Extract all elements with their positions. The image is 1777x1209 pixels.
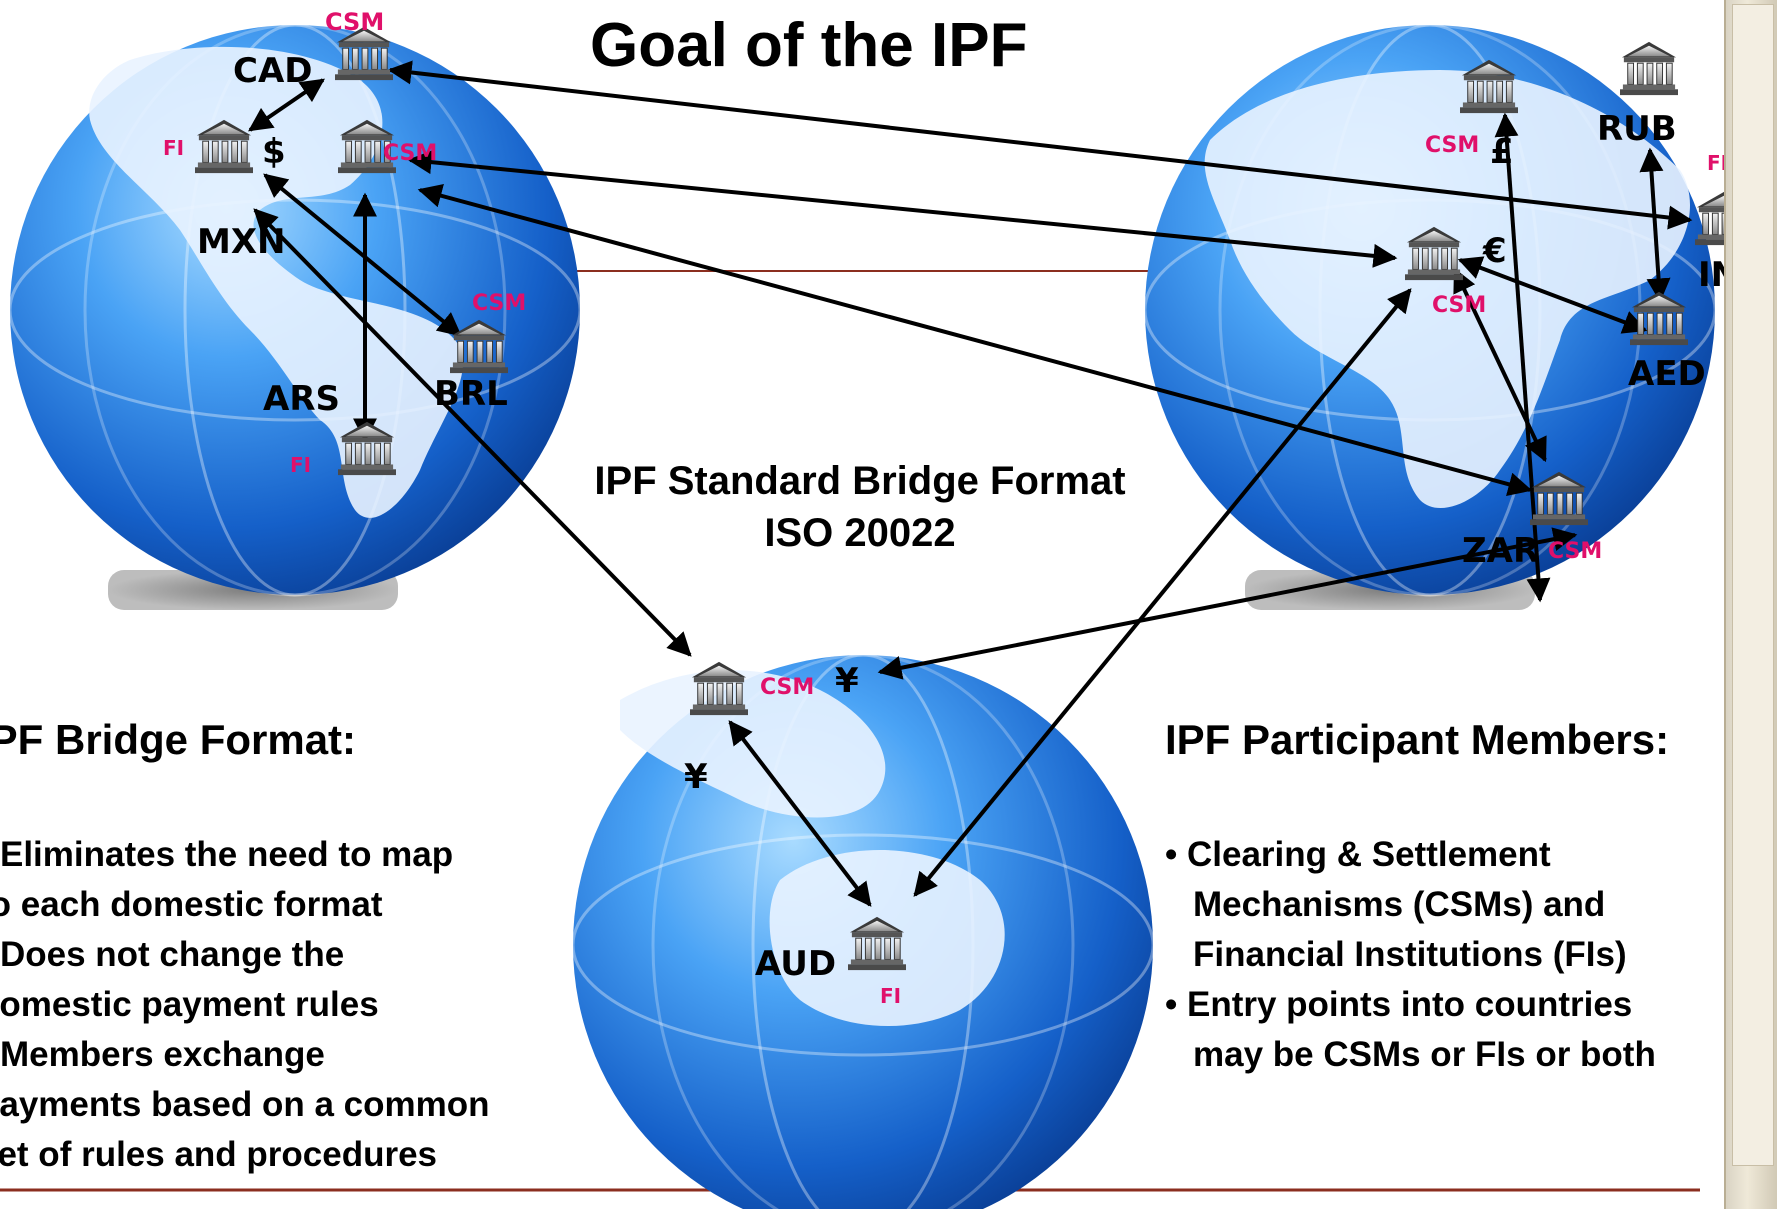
list-item: • Clearing & Settlement — [1165, 835, 1551, 874]
window-scrollbar[interactable] — [1724, 0, 1777, 1209]
participant-members-heading: IPF Participant Members: — [1165, 716, 1670, 763]
tag-fi: FI — [1707, 151, 1728, 175]
arrow-eur-zar — [1453, 267, 1547, 463]
currency-brl: BRL — [434, 374, 508, 414]
tag-csm: CSM — [1425, 133, 1479, 158]
list-item: payments based on a common — [0, 1085, 490, 1124]
list-item: Financial Institutions (FIs) — [1193, 935, 1627, 974]
arrow-rub-aed — [1639, 147, 1671, 303]
arrow-jpy-aud — [728, 720, 872, 907]
list-item: • Does not change the — [0, 935, 345, 974]
currency-cad: CAD — [233, 51, 313, 91]
list-item: • Members exchange — [0, 1035, 325, 1074]
arrow-cad-usd — [248, 78, 325, 132]
bridge-format-heading: IPF Bridge Format: — [0, 716, 357, 763]
bridge-format-list: • Eliminates the need to map to each dom… — [0, 830, 490, 1180]
list-item: may be CSMs or FIs or both — [1193, 1035, 1656, 1074]
bank-building-icon — [690, 661, 748, 716]
tag-csm: CSM — [760, 675, 814, 700]
list-item: • Entry points into countries — [1165, 985, 1633, 1024]
list-item: set of rules and procedures — [0, 1135, 438, 1174]
list-item: Mechanisms (CSMs) and — [1193, 885, 1606, 924]
tag-csm: CSM — [1432, 293, 1486, 318]
tag-csm: CSM — [325, 8, 384, 36]
currency-rub: RUB — [1597, 109, 1677, 149]
list-item: to each domestic format — [0, 885, 383, 924]
tag-fi: FI — [163, 136, 184, 160]
tag-csm: CSM — [472, 291, 526, 316]
arrow-zar-jpy — [877, 527, 1578, 680]
participant-members-list: • Clearing & Settlement Mechanisms (CSMs… — [1165, 830, 1656, 1080]
currency-aed: AED — [1628, 354, 1706, 394]
list-item: domestic payment rules — [0, 985, 379, 1024]
currency-aud: AUD — [755, 944, 836, 984]
currency-ars: ARS — [263, 379, 340, 419]
bank-building-icon — [1620, 41, 1678, 96]
page-title: Goal of the IPF — [590, 11, 1028, 80]
currency-cny: ¥ — [684, 757, 708, 797]
bridge-format-line1: IPF Standard Bridge Format — [594, 459, 1126, 503]
currency-eur: € — [1482, 231, 1507, 271]
currency-usd: $ — [262, 132, 286, 172]
scrollbar-thumb[interactable] — [1732, 4, 1774, 1166]
currency-zar: ZAR — [1462, 531, 1539, 571]
list-item: • Eliminates the need to map — [0, 835, 454, 874]
tag-fi: FI — [290, 453, 311, 477]
currency-jpy: ¥ — [835, 661, 859, 701]
tag-csm: CSM — [383, 141, 437, 166]
currency-mxn: MXN — [197, 222, 286, 262]
tag-fi: FI — [880, 984, 901, 1008]
bridge-format-line2: ISO 20022 — [764, 511, 956, 555]
tag-csm: CSM — [1548, 539, 1602, 564]
arrow-usd-jpy — [253, 208, 692, 657]
bridge-format-label: IPF Standard Bridge Format ISO 20022 — [540, 455, 1180, 559]
currency-gbp: £ — [1490, 132, 1514, 172]
